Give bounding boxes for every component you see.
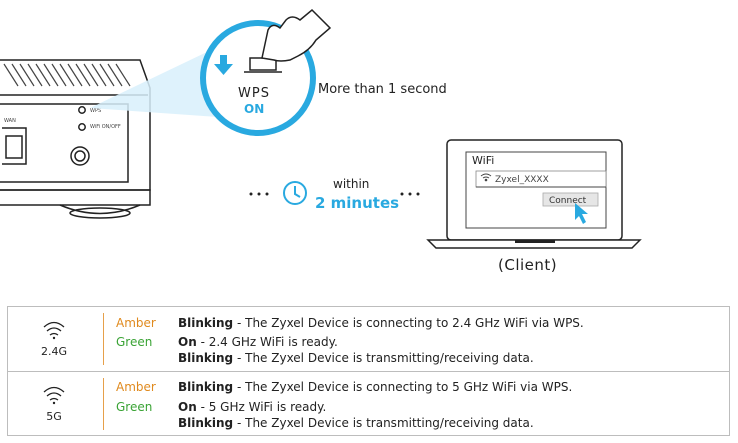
led-state: On — [178, 335, 197, 349]
wps-port-label: WPS — [90, 108, 101, 114]
timing-dots-right — [400, 192, 420, 196]
led-color: Amber — [116, 316, 156, 330]
row-separator — [103, 378, 104, 430]
two-minutes-label: 2 minutes — [315, 194, 399, 212]
wifi-5g-icon — [43, 386, 65, 405]
led-line: Green On - 5 GHz WiFi is ready. — [116, 400, 326, 414]
led-desc: - The Zyxel Device is connecting to 5 GH… — [233, 380, 573, 394]
row-separator — [103, 313, 104, 365]
led-color: Green — [116, 335, 153, 349]
ssid-label: Zyxel_XXXX — [495, 175, 549, 185]
band-icon-cell: 2.4G — [8, 307, 100, 371]
ethernet-port — [2, 127, 27, 165]
led-color: Green — [116, 400, 153, 414]
band-label: 2.4G — [40, 345, 68, 358]
led-line: Amber Blinking - The Zyxel Device is conn… — [116, 380, 572, 394]
wps-label: WPS — [238, 86, 270, 101]
led-color: Amber — [116, 380, 156, 394]
led-line: Green On - 2.4 GHz WiFi is ready. — [116, 335, 338, 349]
wifi-window — [465, 151, 607, 229]
connect-button[interactable] — [542, 192, 599, 207]
zoom-beam — [90, 40, 232, 118]
router-vents — [3, 63, 131, 87]
wifi-port-label: WiFi ON/OFF — [90, 124, 121, 130]
led-desc: - The Zyxel Device is transmitting/recei… — [233, 351, 534, 365]
band-label: 5G — [46, 410, 62, 423]
led-state: On — [178, 400, 197, 414]
wifi-2-4g-icon — [43, 321, 65, 340]
led-state: Blinking — [178, 416, 234, 430]
wifi-network-icon — [480, 173, 492, 182]
press-down-arrow-icon — [214, 55, 233, 75]
router-device — [0, 59, 151, 219]
connect-button-label: Connect — [549, 196, 587, 206]
power-button-icon — [70, 146, 90, 166]
led-line: Blinking - The Zyxel Device is transmitt… — [116, 351, 534, 365]
client-caption: (Client) — [498, 256, 558, 274]
wan-label: WAN — [4, 118, 16, 124]
clock-icon — [283, 181, 307, 205]
wps-on-label: ON — [244, 102, 264, 116]
pressing-hand-icon — [261, 8, 332, 62]
client-laptop — [426, 139, 642, 249]
band-icon-cell: 5G — [8, 372, 100, 436]
cursor-icon — [575, 203, 588, 224]
led-state: Blinking — [178, 380, 234, 394]
led-state: Blinking — [178, 316, 234, 330]
led-state: Blinking — [178, 351, 234, 365]
within-label: within — [333, 177, 369, 191]
wps-diagram: WAN WPS WiFi ON/OFF WPS ON within 2 minu… — [0, 8, 642, 249]
wifi-window-title: WiFi — [472, 154, 494, 167]
led-desc: - 2.4 GHz WiFi is ready. — [196, 335, 338, 349]
wps-led-icon — [78, 106, 86, 114]
wifi-led-icon — [78, 123, 86, 131]
led-line: Blinking - The Zyxel Device is transmitt… — [116, 416, 534, 430]
led-desc: - The Zyxel Device is connecting to 2.4 … — [233, 316, 584, 330]
timing-dots-left — [249, 192, 269, 196]
led-desc: - The Zyxel Device is transmitting/recei… — [233, 416, 534, 430]
led-desc: - 5 GHz WiFi is ready. — [196, 400, 327, 414]
led-line: Amber Blinking - The Zyxel Device is conn… — [116, 316, 584, 330]
hold-duration-caption: More than 1 second — [318, 82, 447, 97]
